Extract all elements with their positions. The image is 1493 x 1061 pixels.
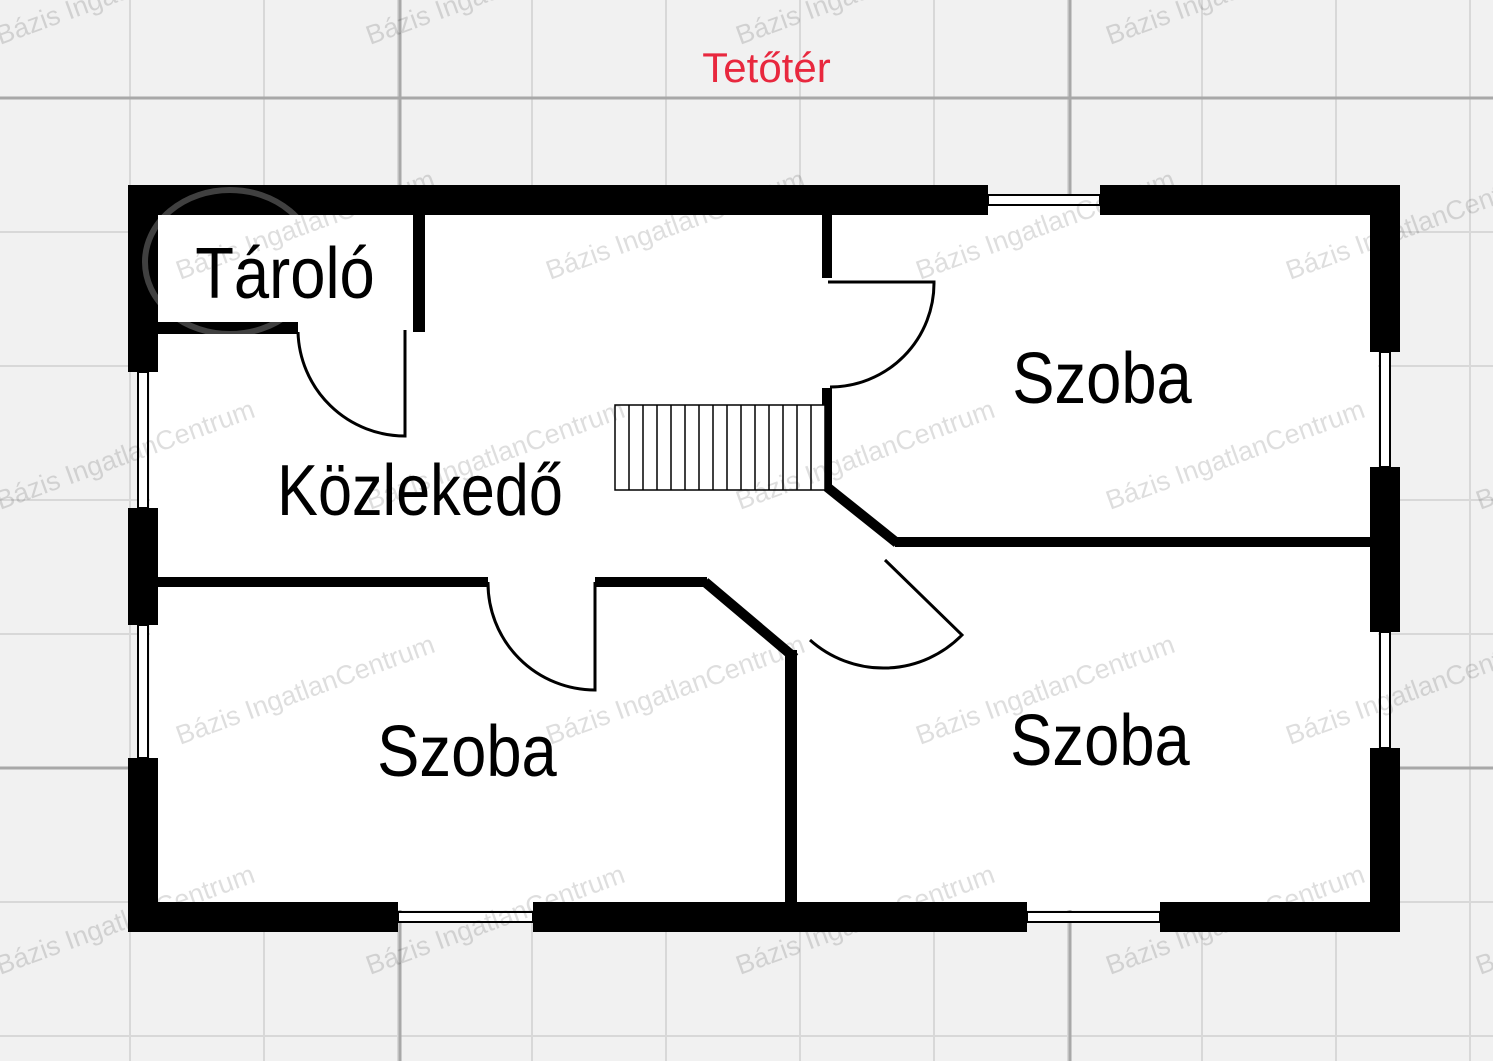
room-top-right-door xyxy=(828,280,936,389)
floor-interior xyxy=(150,205,1378,910)
storage-shadow xyxy=(142,187,318,337)
stairs xyxy=(614,404,826,491)
watermark-text: Bázis IngatlanCentrum xyxy=(1472,394,1493,516)
label-corridor: Közlekedő xyxy=(277,451,563,531)
label-room-bottom-left: Szoba xyxy=(377,712,557,792)
label-storage: Tároló xyxy=(195,234,375,314)
label-room-top-right: Szoba xyxy=(1012,339,1192,419)
room-bottom-right-door xyxy=(809,558,965,670)
room-labels: Tároló Közlekedő Szoba Szoba Szoba xyxy=(195,234,1192,792)
room-bottom-left-door xyxy=(486,581,597,692)
doors xyxy=(296,280,965,692)
watermark-text: Bázis IngatlanCentrum xyxy=(1472,859,1493,981)
storage-door xyxy=(296,330,407,438)
floor-title: Tetőtér xyxy=(702,44,831,91)
windows xyxy=(137,194,1391,923)
interior-walls xyxy=(158,215,1370,902)
outer-walls xyxy=(128,185,1400,932)
label-room-bottom-right: Szoba xyxy=(1010,701,1190,781)
